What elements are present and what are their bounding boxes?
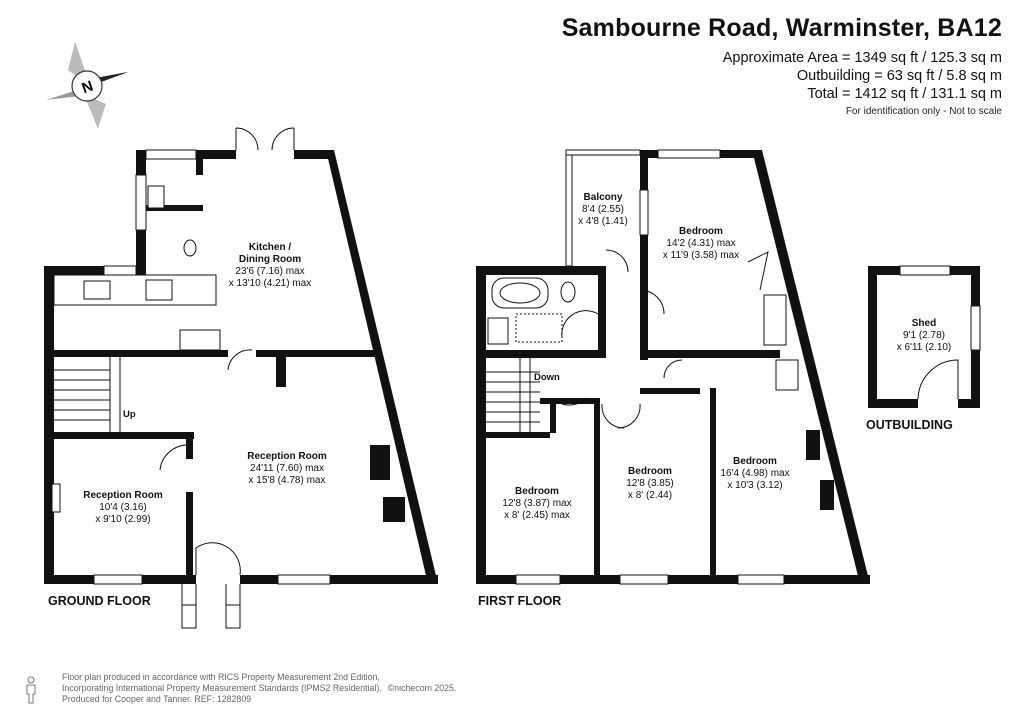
- first-floor-plan: [476, 149, 870, 585]
- room-dimension: x 10'3 (3.12): [727, 480, 783, 491]
- room-name: Reception Room: [83, 490, 163, 501]
- room-dimension: x 13'10 (4.21) max: [228, 278, 312, 289]
- room-dimension: x 15'8 (4.78) max: [248, 475, 326, 486]
- room-reception-large: Reception Room 24'11 (7.60) max x 15'8 (…: [247, 451, 326, 487]
- outbuilding-area: Outbuilding = 63 sq ft / 5.8 sq m: [796, 68, 1002, 84]
- stairs-up-label: Up: [123, 409, 136, 420]
- room-name: Bedroom: [628, 466, 672, 477]
- room-dimension: x 8' (2.45) max: [504, 510, 570, 521]
- footer-line: Floor plan produced in accordance with R…: [62, 672, 380, 682]
- room-bedroom-top: Bedroom 14'2 (4.31) max x 11'9 (3.58) ma…: [663, 226, 739, 262]
- first-floor-label: FIRST FLOOR: [478, 594, 562, 608]
- room-dimension: 9'1 (2.78): [903, 330, 945, 341]
- room-dimension: 12'8 (3.87) max: [502, 498, 572, 509]
- approximate-area: Approximate Area = 1349 sq ft / 125.3 sq…: [722, 50, 1002, 66]
- room-bedroom-left: Bedroom 12'8 (3.87) max x 8' (2.45) max: [502, 486, 571, 522]
- room-dimension: 14'2 (4.31) max: [666, 238, 736, 249]
- property-title: Sambourne Road, Warminster, BA12: [561, 14, 1002, 42]
- room-reception-small: Reception Room 10'4 (3.16) x 9'10 (2.99): [83, 490, 162, 526]
- room-balcony: Balcony 8'4 (2.55) x 4'8 (1.41): [578, 192, 628, 228]
- room-dimension: x 4'8 (1.41): [578, 216, 628, 227]
- room-dimension: 10'4 (3.16): [99, 502, 147, 513]
- room-name: Kitchen /: [248, 242, 292, 253]
- room-name: Bedroom: [515, 486, 559, 497]
- footer-disclaimer: Floor plan produced in accordance with R…: [62, 672, 456, 705]
- room-name: Reception Room: [247, 451, 327, 462]
- room-dimension: 12'8 (3.85): [626, 478, 674, 489]
- total-area: Total = 1412 sq ft / 131.1 sq m: [807, 86, 1002, 102]
- room-dimension: x 8' (2.44): [627, 490, 673, 501]
- room-name: Dining Room: [238, 254, 302, 265]
- room-name: Shed: [911, 318, 937, 329]
- room-bedroom-right: Bedroom 16'4 (4.98) max x 10'3 (3.12): [720, 456, 789, 492]
- outbuilding-plan: [868, 265, 981, 408]
- room-dimension: 16'4 (4.98) max: [720, 468, 790, 479]
- room-name: Balcony: [583, 192, 623, 203]
- room-name: Bedroom: [679, 226, 723, 237]
- room-dimension: x 11'9 (3.58) max: [662, 250, 740, 261]
- ground-floor-plan: [44, 127, 438, 629]
- room-bedroom-middle: Bedroom 12'8 (3.85) x 8' (2.44): [626, 466, 674, 502]
- compass-rose-icon: N: [46, 42, 128, 128]
- footer-brand: ©nichecom 2025.: [387, 683, 457, 693]
- room-dimension: 23'6 (7.16) max: [235, 266, 305, 277]
- room-dimension: x 9'10 (2.99): [95, 514, 151, 525]
- room-shed: Shed 9'1 (2.78) x 6'11 (2.10): [897, 318, 952, 354]
- footer-line: Produced for Cooper and Tanner. REF: 128…: [62, 694, 252, 704]
- footer-line: Incorporating International Property Mea…: [62, 683, 382, 693]
- outbuilding-label: OUTBUILDING: [866, 418, 953, 432]
- room-dimension: x 6'11 (2.10): [896, 342, 952, 353]
- room-dimension: 24'11 (7.60) max: [250, 463, 324, 474]
- room-name: Bedroom: [733, 456, 777, 467]
- ground-floor-label: GROUND FLOOR: [48, 594, 151, 608]
- room-kitchen-dining: Kitchen / Dining Room 23'6 (7.16) max x …: [229, 242, 312, 290]
- stairs-down-label: Down: [534, 372, 560, 383]
- room-dimension: 8'4 (2.55): [582, 204, 624, 215]
- identification-note: For identification only - Not to scale: [845, 106, 1002, 117]
- person-scale-icon: [26, 676, 36, 704]
